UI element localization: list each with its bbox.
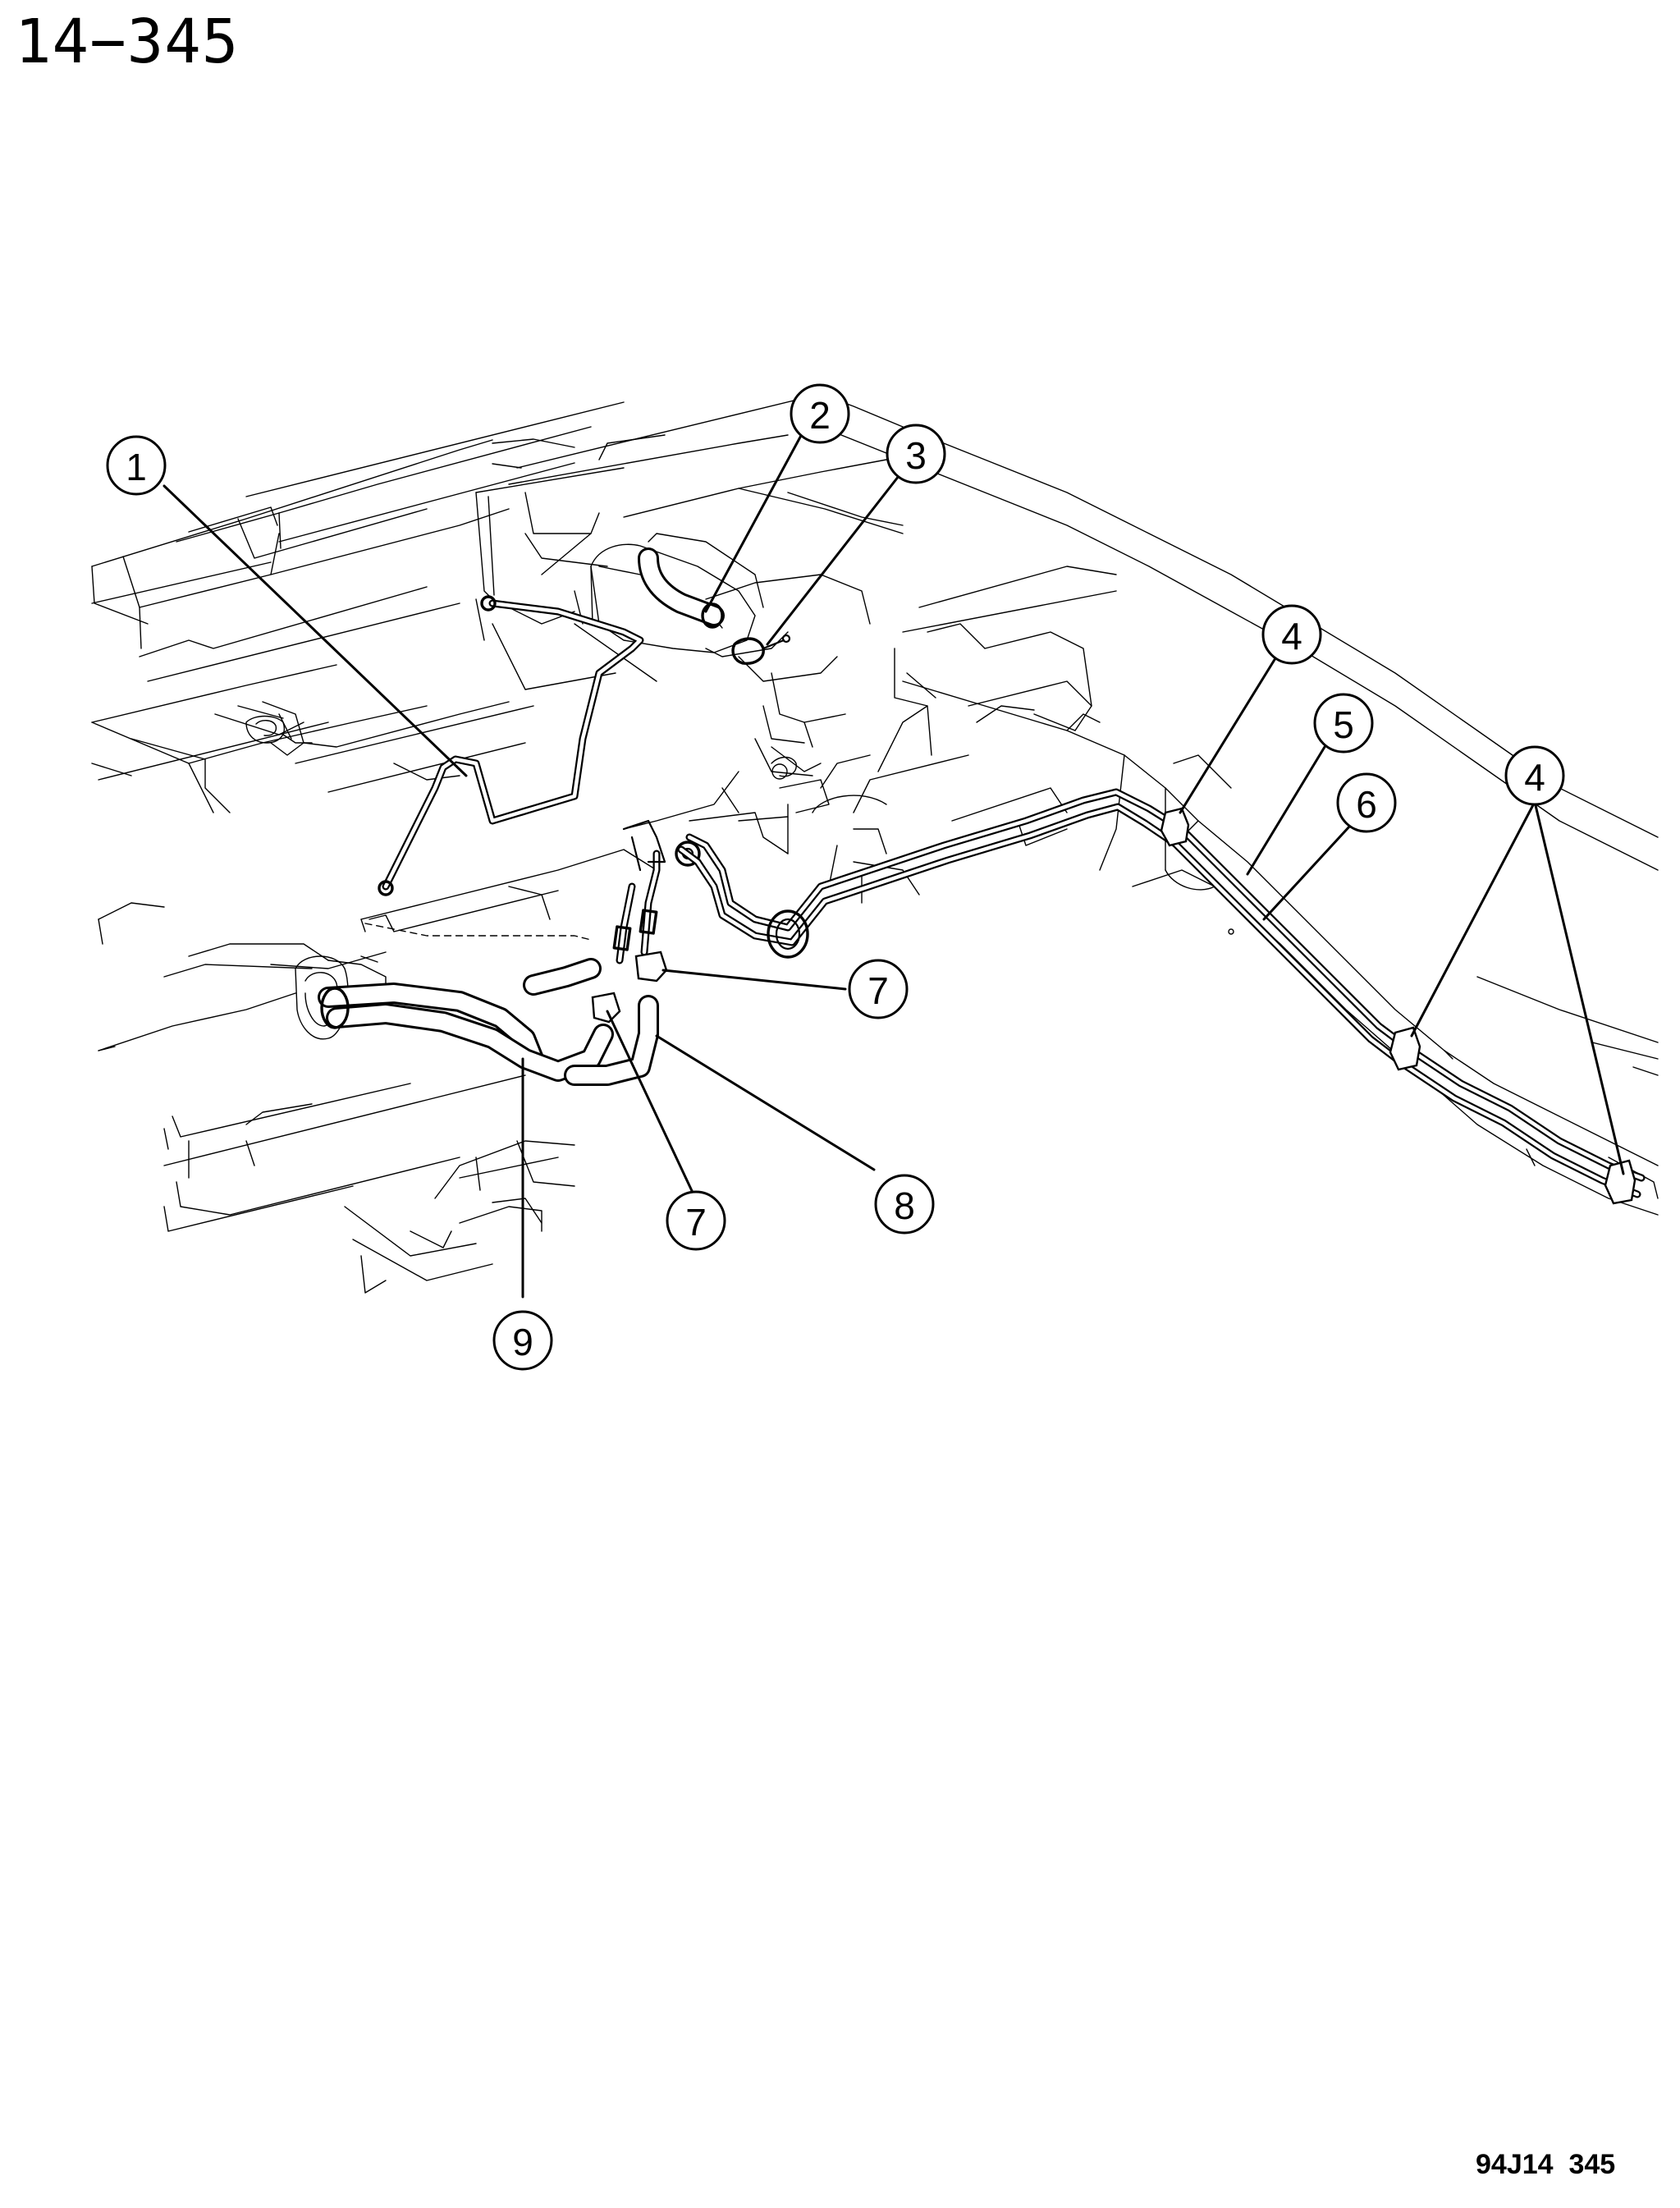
callout-2: 2 bbox=[790, 383, 850, 444]
leader-lines bbox=[163, 431, 1625, 1299]
callout-9: 9 bbox=[492, 1310, 553, 1371]
callout-label: 1 bbox=[126, 446, 147, 488]
callout-1: 1 bbox=[106, 435, 167, 496]
callout-label: 7 bbox=[685, 1201, 707, 1244]
callout-label: 5 bbox=[1333, 703, 1354, 746]
callout-label: 7 bbox=[867, 969, 889, 1012]
callout-5: 5 bbox=[1313, 693, 1374, 754]
callout-label: 4 bbox=[1524, 756, 1545, 799]
callout-label: 3 bbox=[905, 434, 927, 477]
callout-4-upper: 4 bbox=[1261, 604, 1322, 665]
fuel-lines bbox=[318, 547, 1646, 1205]
callout-label: 9 bbox=[512, 1321, 533, 1363]
callout-7-right: 7 bbox=[848, 959, 909, 1019]
callout-3: 3 bbox=[886, 424, 946, 484]
callout-4-right: 4 bbox=[1504, 745, 1565, 806]
callout-label: 2 bbox=[809, 394, 831, 437]
page-number: 14−345 bbox=[15, 7, 240, 77]
callout-label: 4 bbox=[1281, 615, 1302, 657]
callout-label: 6 bbox=[1356, 783, 1377, 826]
vehicle-underbody-artwork bbox=[91, 393, 1659, 1294]
callout-6: 6 bbox=[1336, 772, 1397, 833]
callout-label: 8 bbox=[894, 1184, 915, 1227]
figure-code: 94J14 345 bbox=[1476, 2149, 1616, 2180]
callout-8: 8 bbox=[874, 1174, 935, 1235]
callout-7-lower: 7 bbox=[666, 1190, 726, 1251]
